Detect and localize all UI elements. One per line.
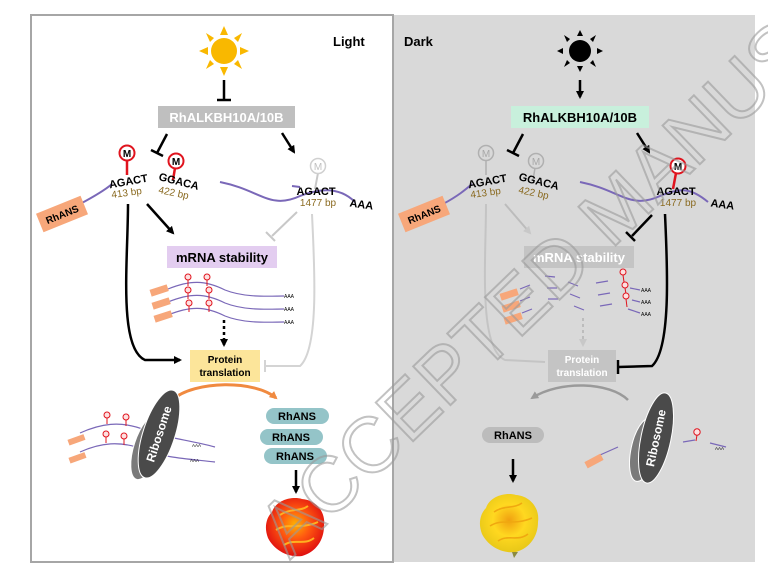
site-translation-arrow-dark [483,203,546,363]
site3-motif-light: AGACT [296,186,335,198]
m6a-mark-site1-light: M [118,144,136,175]
svg-text:M: M [532,157,540,168]
svg-text:M: M [674,162,682,173]
protein-label-3-light: RhANS [276,451,314,463]
mrna-line-light [79,181,356,205]
enzyme-box-light [158,106,295,128]
ribosome-dark: AAA Ribosome [584,392,727,484]
stability-label-dark: mRNA stability [533,250,626,265]
translation-protein-arrow-light [171,383,278,402]
protein-label-2-light: RhANS [272,432,310,444]
translation-box-dark [548,350,616,382]
site3-pos-light: 1477 bp [300,198,337,209]
protein-pill-dark [482,427,544,443]
site3-pos-dark: 1477 bp [660,198,697,209]
translation-label1-dark: Protein [565,355,599,366]
activate-enzyme-site3-arrow-dark [635,132,651,154]
enzyme-label-dark: RhALKBH10A/10B [523,110,637,125]
activate-enzyme-site3-arrow [280,132,296,154]
translation-box-light [190,350,260,382]
translation-label2-dark: translation [556,368,607,379]
m6a-mark-site3-dark: M [669,157,687,190]
degraded-transcripts-dark: AAA AAA AAA [499,268,652,325]
inhibit-sun-enzyme-arrow [217,80,231,102]
svg-text:AAA: AAA [190,458,199,463]
site3-motif-dark: AGACT [656,186,695,198]
site1-pos-light: 413 bp [111,186,143,201]
inhibit-enzyme-site-arrow-dark [506,133,525,158]
site3-inhibit-stability-light [265,211,298,242]
stability-box-dark [524,246,634,268]
site3-inhibit-translation-light [264,213,316,372]
enzyme-label-light: RhALKBH10A/10B [169,110,283,125]
site-translation-arrow-light [124,203,182,364]
site1-pos-dark: 413 bp [470,186,502,201]
protein-stack-light: RhANS RhANS RhANS [260,408,329,464]
dark-label: Dark [404,34,434,49]
site-stability-arrow-dark [504,203,532,235]
stability-label-light: mRNA stability [176,250,269,265]
svg-text:M: M [123,149,131,160]
svg-text:M: M [172,157,180,168]
sun-icon [199,26,249,76]
m6a-mark-site1-dark: M [477,144,495,175]
stability-box-light [167,246,277,268]
site-stability-arrow-light [146,203,175,235]
mrna-line-dark [442,181,709,205]
svg-text:AAA: AAA [192,443,201,448]
m6a-mark-site3-light: M [309,157,327,190]
site3-inhibit-stability-dark [625,214,653,242]
stable-transcripts-light: AAA AAA AAA [149,273,295,326]
yellow-rose-flower [479,494,539,558]
svg-text:AAA: AAA [641,288,652,294]
svg-text:M: M [314,162,322,173]
mrna-link-light [291,185,301,188]
svg-text:AAA: AAA [284,320,295,326]
svg-text:AAA: AAA [641,300,652,306]
svg-text:AAA: AAA [284,294,295,300]
protein-label-dark: RhANS [494,430,532,442]
protein-label-1-light: RhANS [278,411,316,423]
translation-label1-light: Protein [208,355,242,366]
m6a-mark-site2-light: M [167,152,185,181]
enzyme-box-dark [511,106,649,128]
svg-text:AAA: AAA [641,312,652,318]
light-label: Light [333,34,365,49]
translation-label2-light: translation [199,368,250,379]
polya-light: AAA [349,197,374,212]
m6a-mark-site2-dark: M [527,152,545,181]
inhibit-enzyme-site-arrow [150,133,169,158]
site3-inhibit-translation-dark [616,213,669,374]
svg-text:M: M [482,149,490,160]
polya-mini-dark: AAA [715,446,724,451]
translation-protein-arrow-dark [530,384,629,401]
dark-sun-icon [557,30,603,72]
svg-text:AAA: AAA [284,307,295,313]
red-rose-flower [265,498,325,557]
polya-dark: AAA [710,197,735,212]
